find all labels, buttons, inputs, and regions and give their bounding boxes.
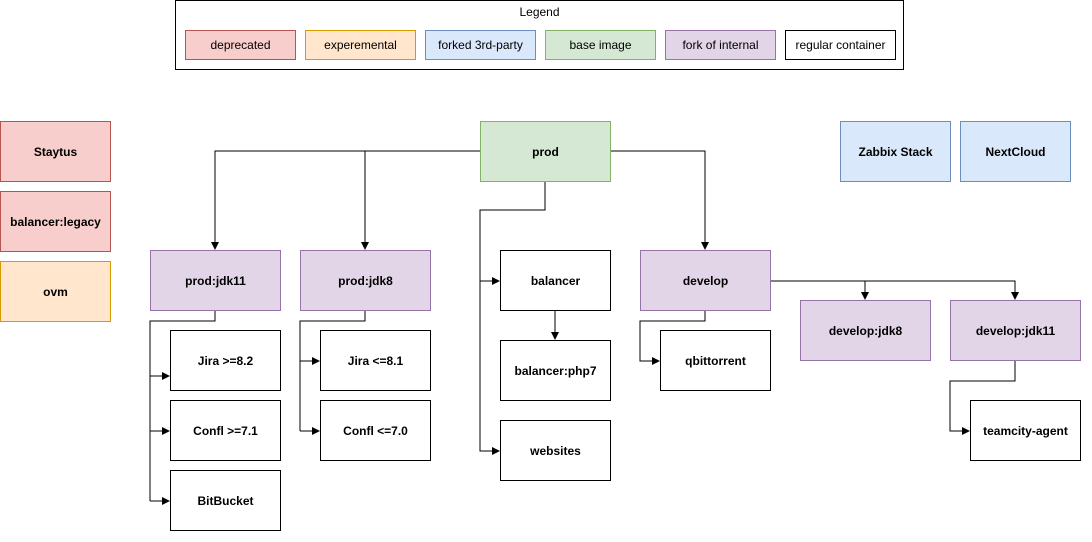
node-teamcity-agent[interactable]: teamcity-agent — [970, 400, 1081, 461]
legend-title: Legend — [519, 5, 560, 19]
legend-experimental: experemental — [305, 30, 416, 60]
node-develop[interactable]: develop — [640, 250, 771, 311]
legend-deprecated: deprecated — [185, 30, 296, 60]
node-zabbix-stack[interactable]: Zabbix Stack — [840, 121, 951, 182]
node-prod[interactable]: prod — [480, 121, 611, 182]
node-confl-7-0[interactable]: Confl <=7.0 — [320, 400, 431, 461]
node-balancer-php7[interactable]: balancer:php7 — [500, 340, 611, 401]
node-jira-8-2[interactable]: Jira >=8.2 — [170, 330, 281, 391]
node-confl-7-1[interactable]: Confl >=7.1 — [170, 400, 281, 461]
edge-prod-trunk — [479, 181, 546, 320]
node-balancer-legacy[interactable]: balancer:legacy — [0, 191, 111, 252]
edge-prod-jdk8-trunk — [299, 311, 366, 431]
edge-dev-jdk11-to-teamcity — [949, 361, 1016, 435]
edge-prod-to-develop — [610, 150, 709, 250]
node-develop-jdk11[interactable]: develop:jdk11 — [950, 300, 1081, 361]
node-staytus[interactable]: Staytus — [0, 121, 111, 182]
legend-base-image: base image — [545, 30, 656, 60]
edge-develop-to-dev-jdk11 — [865, 280, 1019, 300]
node-balancer[interactable]: balancer — [500, 250, 611, 311]
node-qbittorrent[interactable]: qbittorrent — [660, 330, 771, 391]
legend-regular-container: regular container — [785, 30, 896, 60]
node-develop-jdk8[interactable]: develop:jdk8 — [800, 300, 931, 361]
edge-prod-to-prod-jdk11 — [211, 150, 480, 250]
node-websites[interactable]: websites — [500, 420, 611, 481]
edge-develop-to-qbittorrent — [639, 311, 706, 365]
edge-develop-to-dev-jdk8 — [770, 280, 869, 300]
legend-fork-of-internal: fork of internal — [665, 30, 776, 60]
node-prod-jdk11[interactable]: prod:jdk11 — [150, 250, 281, 311]
edge-prod-to-websites — [479, 320, 500, 455]
node-prod-jdk8[interactable]: prod:jdk8 — [300, 250, 431, 311]
legend: Legend — [175, 0, 904, 70]
node-nextcloud[interactable]: NextCloud — [960, 121, 1071, 182]
node-bitbucket[interactable]: BitBucket — [170, 470, 281, 531]
node-jira-8-1[interactable]: Jira <=8.1 — [320, 330, 431, 391]
node-ovm[interactable]: ovm — [0, 261, 111, 322]
edge-prod-jdk11-trunk — [149, 311, 216, 501]
legend-forked-3rd-party: forked 3rd-party — [425, 30, 536, 60]
